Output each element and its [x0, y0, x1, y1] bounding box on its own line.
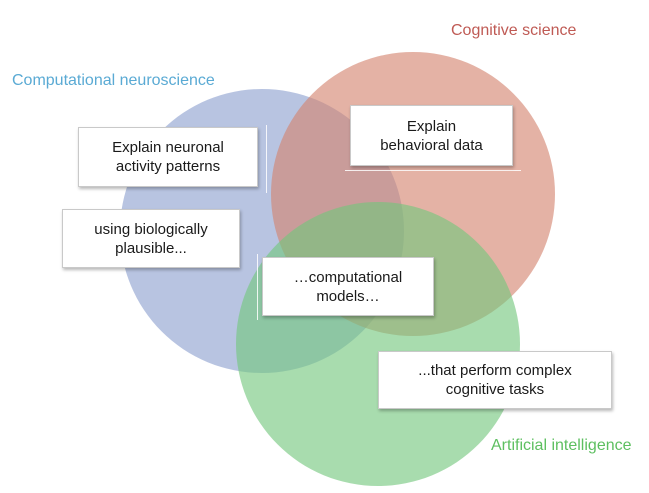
divider-line [266, 125, 267, 193]
computational-models-text: …computational models… [293, 268, 403, 305]
divider-line [257, 254, 258, 320]
behavioral-data-text: Explain behavioral data [380, 117, 483, 154]
artificial-intelligence-label: Artificial intelligence [491, 437, 632, 454]
cognitive-science-label: Cognitive science [451, 22, 577, 39]
neuronal-activity-box: Explain neuronal activity patterns [78, 127, 258, 187]
artificial-intelligence-circle [236, 202, 520, 486]
biologically-plausible-text: using biologically plausible... [94, 220, 208, 257]
divider-line [345, 170, 521, 171]
computational-neuroscience-label: Computational neuroscience [12, 72, 215, 89]
biologically-plausible-box: using biologically plausible... [62, 209, 240, 268]
computational-models-box: …computational models… [262, 257, 434, 316]
cognitive-tasks-text: ...that perform complex cognitive tasks [418, 362, 572, 398]
behavioral-data-box: Explain behavioral data [350, 105, 513, 166]
cognitive-tasks-box: ...that perform complex cognitive tasks [378, 351, 612, 409]
neuronal-activity-text: Explain neuronal activity patterns [112, 139, 224, 175]
